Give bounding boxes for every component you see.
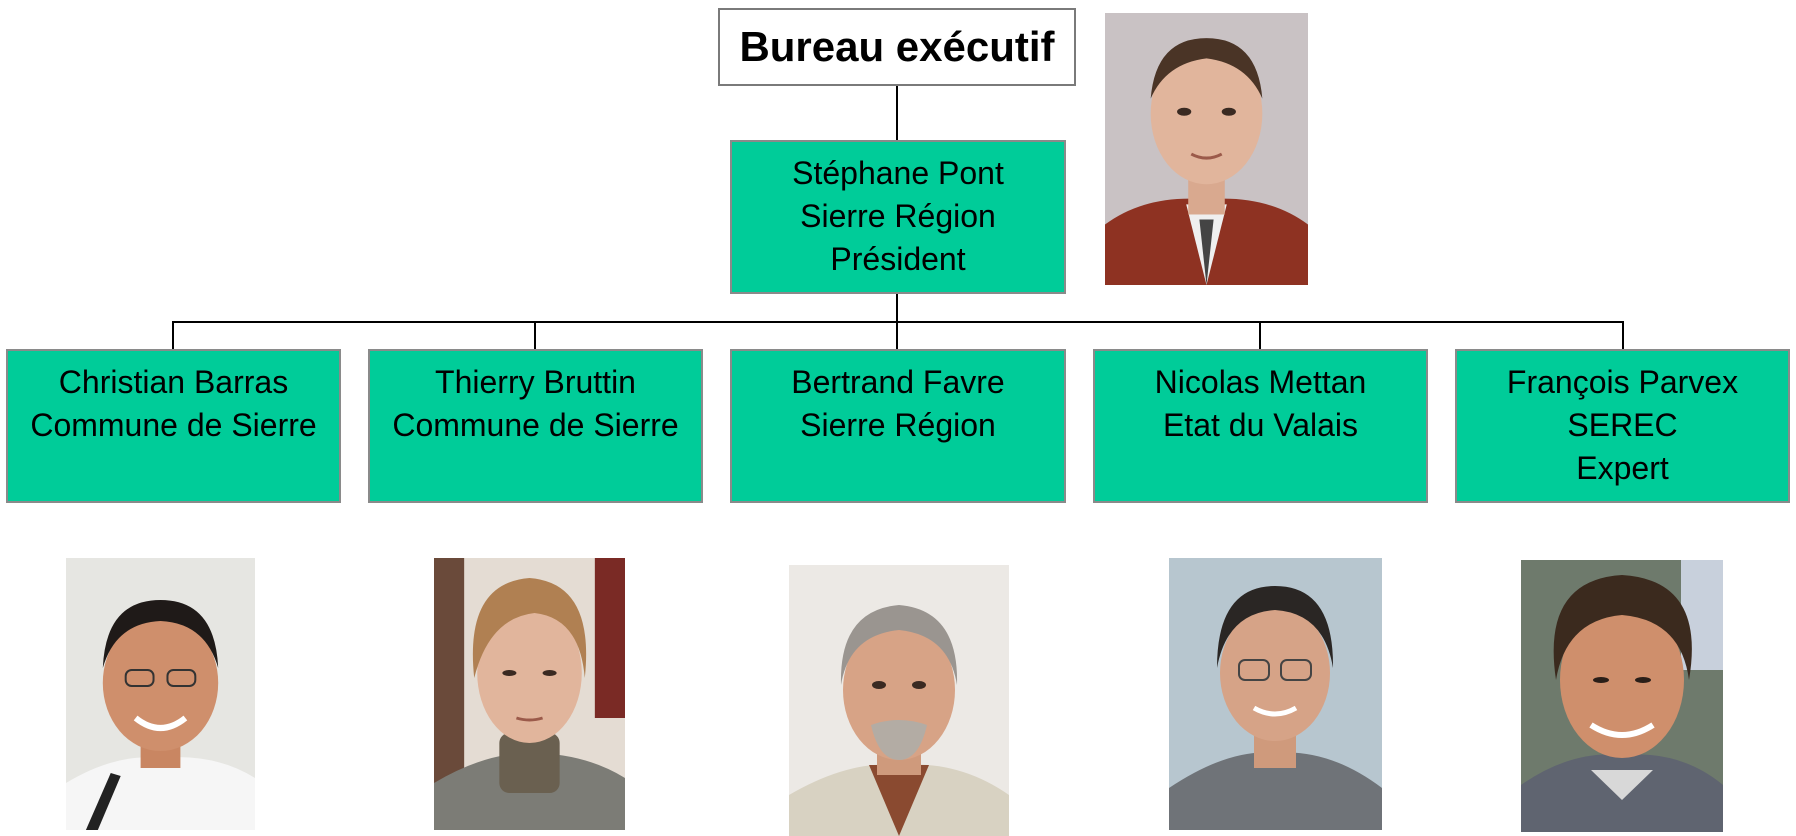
member-node-1: Christian Barras Commune de Sierre xyxy=(6,349,341,503)
member-node-5: François Parvex SEREC Expert xyxy=(1455,349,1790,503)
member-org: Commune de Sierre xyxy=(392,407,679,443)
connector-member-3 xyxy=(896,321,898,349)
member-name: Nicolas Mettan xyxy=(1154,364,1367,400)
member-photo-5 xyxy=(1521,560,1723,832)
member-name: Thierry Bruttin xyxy=(435,364,636,400)
member-role: Expert xyxy=(1576,450,1669,486)
member-org: Sierre Région xyxy=(800,407,996,443)
connector-bus xyxy=(172,321,1624,323)
connector-president-bus xyxy=(896,294,898,322)
connector-member-2 xyxy=(534,321,536,349)
member-photo-4 xyxy=(1169,558,1382,830)
member-org: SEREC xyxy=(1567,407,1678,443)
member-node-2: Thierry Bruttin Commune de Sierre xyxy=(368,349,703,503)
member-org: Commune de Sierre xyxy=(30,407,317,443)
connector-title-president xyxy=(896,86,898,142)
title-text: Bureau exécutif xyxy=(739,23,1055,70)
member-photo-3 xyxy=(789,565,1009,836)
connector-member-5 xyxy=(1622,321,1624,349)
connector-member-1 xyxy=(172,321,174,349)
connector-member-4 xyxy=(1259,321,1261,349)
president-org: Sierre Région xyxy=(800,198,996,234)
member-photo-1 xyxy=(66,558,255,830)
member-name: François Parvex xyxy=(1506,364,1739,400)
president-name: Stéphane Pont xyxy=(792,155,1004,191)
president-role: Président xyxy=(830,241,966,277)
member-org: Etat du Valais xyxy=(1162,407,1359,443)
member-photo-2 xyxy=(434,558,625,830)
member-name: Bertrand Favre xyxy=(791,364,1005,400)
president-node: Stéphane Pont Sierre Région Président xyxy=(730,140,1066,294)
org-chart-title: Bureau exécutif xyxy=(718,8,1076,86)
president-photo xyxy=(1105,13,1308,285)
member-node-4: Nicolas Mettan Etat du Valais xyxy=(1093,349,1428,503)
member-name: Christian Barras xyxy=(58,364,289,400)
member-node-3: Bertrand Favre Sierre Région xyxy=(730,349,1066,503)
